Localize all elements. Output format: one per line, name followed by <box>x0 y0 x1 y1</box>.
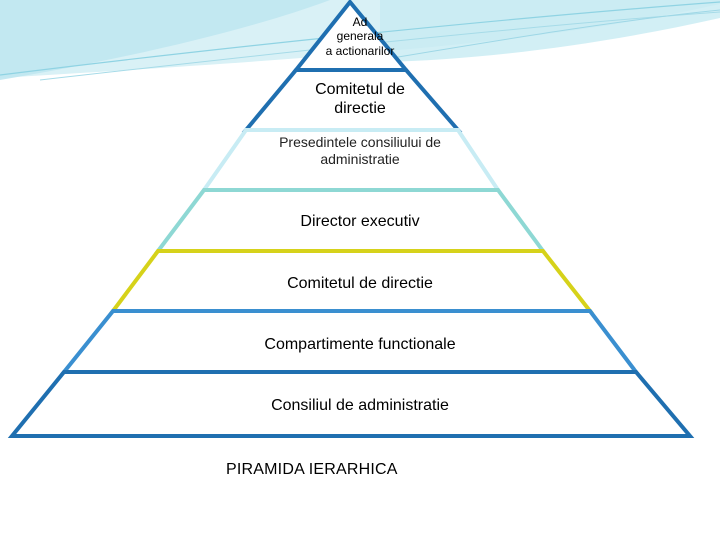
level-3-line-1: Presedintele consiliului de <box>0 134 720 151</box>
pyramid-level-7-label: Consiliul de administratie <box>0 396 720 415</box>
pyramid-level-6-label: Compartimente functionale <box>0 335 720 354</box>
pyramid-level-5-label: Comitetul de directie <box>0 274 720 293</box>
pyramid-level-3-label: Presedintele consiliului de administrati… <box>0 134 720 168</box>
pyramid-level-2-label: Comitetul de directie <box>0 80 720 118</box>
level-4-line-1: Director executiv <box>0 212 720 231</box>
level-5-line-1: Comitetul de directie <box>0 274 720 293</box>
level-3-line-2: administratie <box>0 151 720 168</box>
diagram-caption: PIRAMIDA IERARHICA <box>226 461 398 479</box>
pyramid-level-1-label: Ad generala a actionarilor <box>0 15 720 58</box>
level-2-line-1: Comitetul de <box>0 80 720 99</box>
level-6-line-1: Compartimente functionale <box>0 335 720 354</box>
level-7-line-1: Consiliul de administratie <box>0 396 720 415</box>
level-1-line-2: generala <box>0 29 720 43</box>
level-1-line-1: Ad <box>0 15 720 29</box>
level-2-line-2: directie <box>0 99 720 118</box>
level-1-line-3: a actionarilor <box>0 44 720 58</box>
pyramid-level-4-label: Director executiv <box>0 212 720 231</box>
